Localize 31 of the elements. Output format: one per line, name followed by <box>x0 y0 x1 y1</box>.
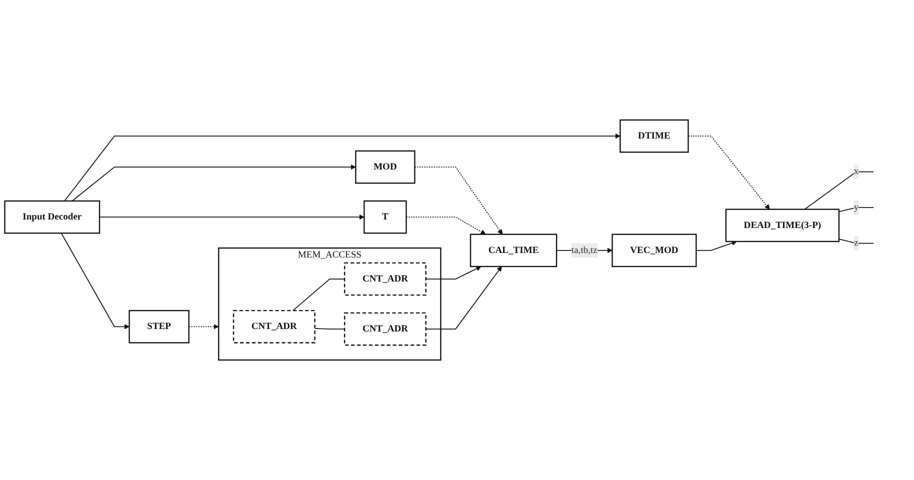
arrow <box>688 136 770 210</box>
node-box: Input Decoder <box>4 200 100 234</box>
arrow <box>99 214 364 220</box>
edge-label: z <box>854 238 858 248</box>
arrow <box>64 133 620 202</box>
edge-label: x <box>854 166 859 177</box>
arrow <box>188 324 219 330</box>
node-box: VEC_MOD <box>612 234 697 268</box>
node-box: CNT_ADR <box>344 312 426 346</box>
connector <box>314 328 346 330</box>
arrow <box>414 166 503 235</box>
edge-label: ta,tb,tz <box>571 245 598 256</box>
arrow <box>696 240 737 251</box>
node-box: STEP <box>128 310 190 344</box>
connector <box>838 238 874 244</box>
node-box: T <box>364 200 407 234</box>
arrow <box>425 266 482 280</box>
connector <box>804 171 874 210</box>
node-box: CNT_ADR <box>344 262 426 296</box>
node-box: DTIME <box>620 119 689 153</box>
edge-label: y <box>854 202 859 212</box>
node-box: CNT_ADR <box>232 310 316 344</box>
arrow <box>406 216 486 235</box>
node-box: MOD <box>355 150 416 184</box>
connector <box>838 207 874 212</box>
arrow <box>72 164 356 202</box>
node-box: CAL_TIME <box>470 234 558 268</box>
arrow <box>425 266 502 330</box>
arrow <box>60 232 130 330</box>
connector <box>292 278 346 312</box>
node-box: DEAD_TIME(3-P) <box>725 208 840 242</box>
